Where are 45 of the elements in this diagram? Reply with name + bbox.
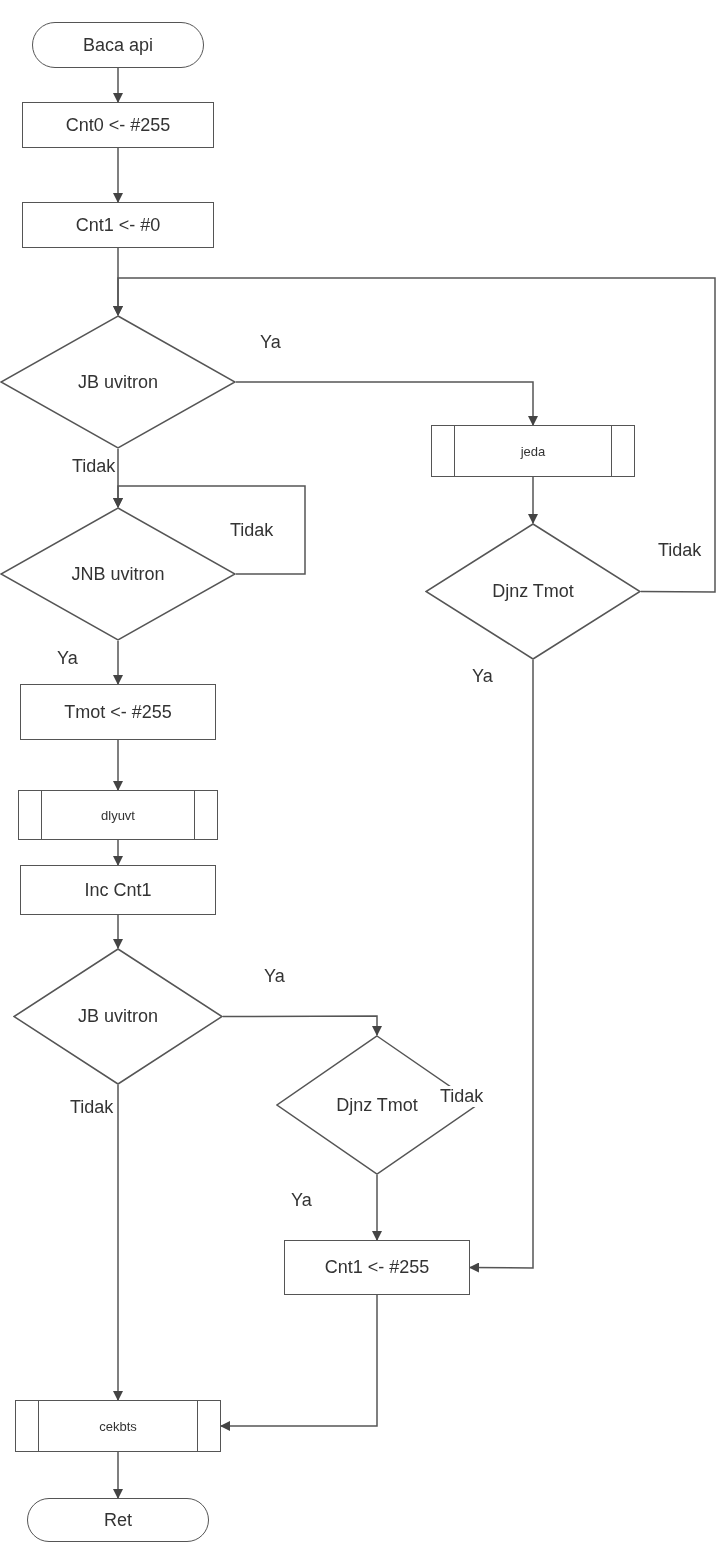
process-box (22, 102, 214, 148)
node-text: JNB uvitron (71, 563, 165, 585)
process-box (22, 202, 214, 248)
node-text: Ret (104, 1509, 132, 1531)
decision-diamond (0, 315, 236, 449)
node-text: Djnz Tmot (492, 581, 574, 602)
subroutine-box (18, 790, 218, 840)
arrow (469, 659, 534, 1273)
arrow (113, 839, 123, 866)
arrow (113, 739, 123, 791)
subroutine-box (15, 1400, 221, 1452)
arrow (113, 147, 123, 203)
arrow (220, 1294, 378, 1431)
arrow (113, 640, 123, 685)
node-text: Tmot <- #255 (64, 701, 172, 723)
decision-diamond (13, 948, 223, 1085)
arrow (113, 67, 123, 103)
arrow (113, 914, 123, 949)
node-text: JB uvitron (77, 1006, 158, 1027)
node-text: jeda (520, 443, 546, 459)
arrow (372, 1174, 382, 1241)
node-text: dlyuvt (101, 807, 135, 823)
node-text: Inc Cnt1 (84, 879, 152, 901)
arrow (113, 1451, 123, 1499)
arrow (113, 485, 306, 575)
node-text: Cnt0 <- #255 (65, 114, 171, 136)
process-box (20, 684, 216, 740)
process-box (284, 1240, 470, 1295)
decision-diamond (425, 523, 641, 660)
arrow (528, 476, 538, 524)
arrow (113, 277, 716, 593)
node-text: cekbts (99, 1418, 137, 1434)
terminal-box (32, 22, 204, 68)
arrow (222, 1015, 382, 1036)
terminal-box (27, 1498, 209, 1542)
process-box (20, 865, 216, 915)
node-text: Djnz Tmot (336, 1094, 418, 1116)
arrow (235, 381, 538, 426)
node-text: JB uvitron (77, 371, 158, 393)
arrow (113, 1084, 123, 1401)
node-text: Cnt1 <- #255 (324, 1257, 430, 1278)
branch-label: Tidak (438, 1086, 486, 1107)
node-text: Baca api (82, 34, 154, 56)
subroutine-box (431, 425, 635, 477)
node-text: Cnt1 <- #0 (75, 214, 161, 236)
